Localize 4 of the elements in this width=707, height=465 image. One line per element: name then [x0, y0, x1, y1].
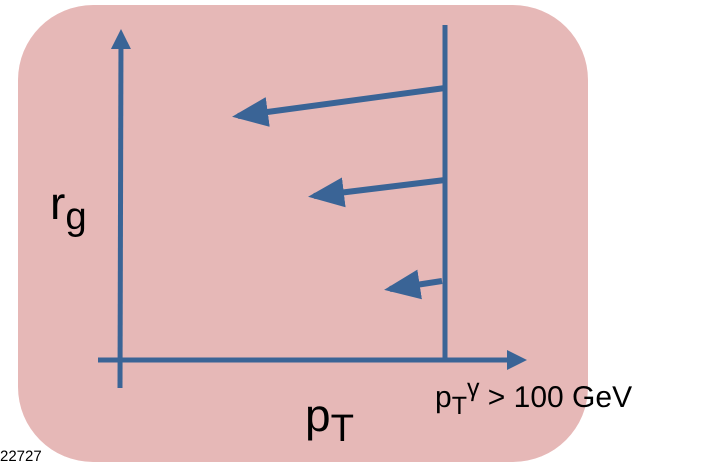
threshold-label: p$_{T}$$^{γ}$ > 100 GeV [435, 376, 632, 419]
axis-label: p$_{T}$ [305, 392, 354, 449]
reference-number: 22727 [0, 449, 42, 464]
axis-label: r$_{g}$ [50, 180, 87, 237]
